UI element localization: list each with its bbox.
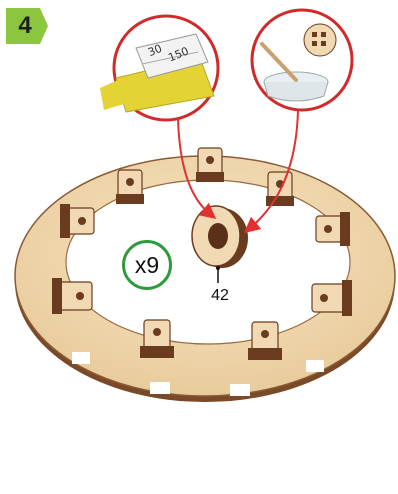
cog-part-icon xyxy=(304,24,336,56)
peg-left-upper xyxy=(60,204,94,238)
peg-left-lower xyxy=(52,278,92,314)
glue-callout xyxy=(252,10,352,110)
peg-top xyxy=(196,148,224,182)
sandpaper-callout xyxy=(100,16,218,120)
peg-top-left xyxy=(116,170,144,204)
quantity-label: x9 xyxy=(125,243,169,287)
ring-base xyxy=(15,156,395,402)
quantity-badge: x9 xyxy=(122,240,172,290)
peg-right-upper xyxy=(316,212,350,246)
part-number-label: 42 xyxy=(202,287,238,305)
peg-bottom-left xyxy=(140,320,174,358)
peg-right-lower xyxy=(312,280,352,316)
peg-bottom-right xyxy=(248,322,282,360)
